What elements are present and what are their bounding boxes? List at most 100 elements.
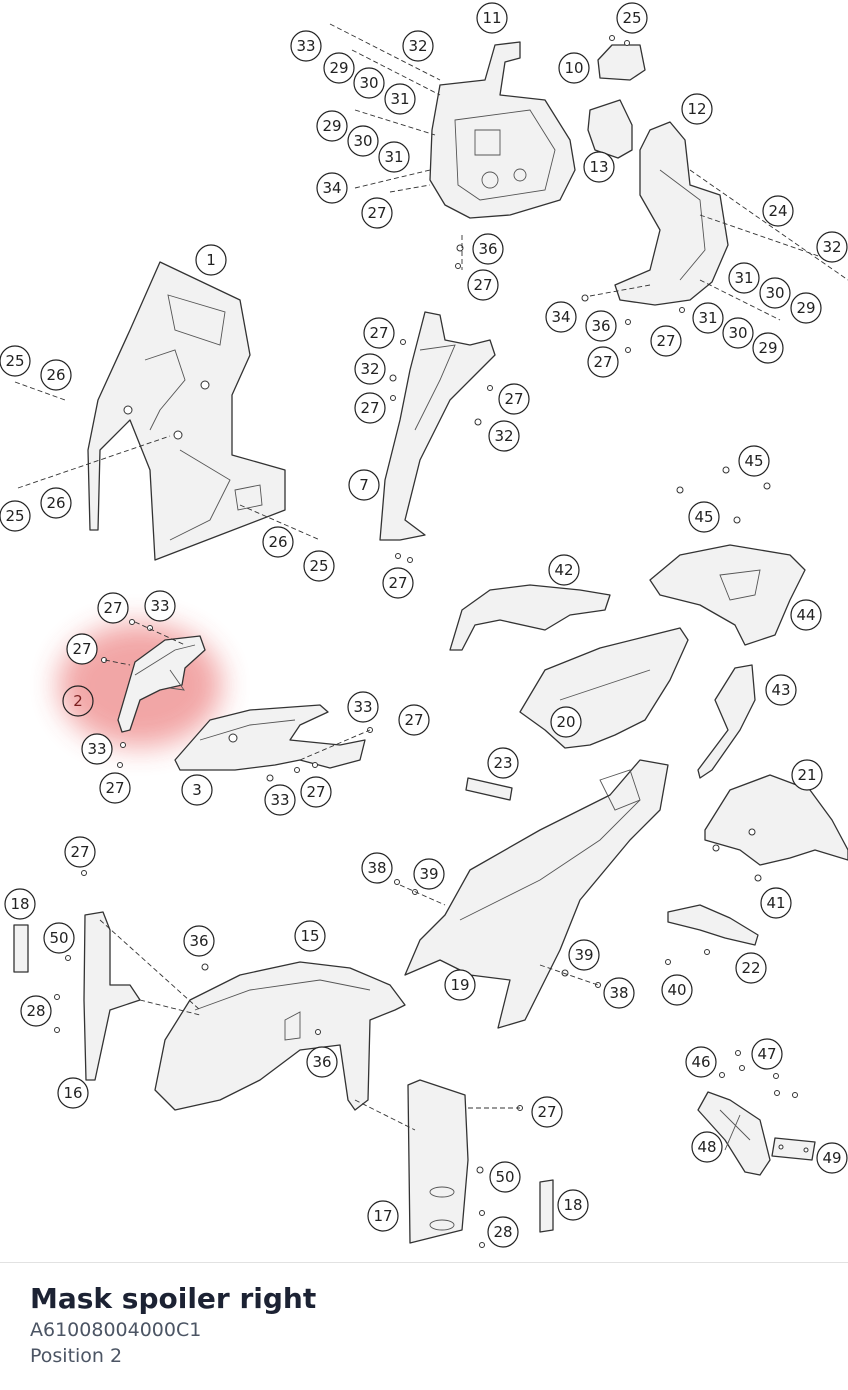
callout-38[interactable]: 38: [603, 977, 635, 1009]
callout-27[interactable]: 27: [361, 197, 393, 229]
callout-28[interactable]: 28: [20, 995, 52, 1027]
part-21-license-holder[interactable]: [704, 774, 848, 882]
callout-29[interactable]: 29: [752, 332, 784, 364]
part-1-side-fairing[interactable]: [87, 261, 286, 561]
callout-27[interactable]: 27: [66, 633, 98, 665]
callout-16[interactable]: 16: [57, 1077, 89, 1109]
callout-32[interactable]: 32: [816, 231, 848, 263]
callout-39[interactable]: 39: [413, 858, 445, 890]
part-18-reflector-left[interactable]: [13, 924, 29, 973]
part-10-bracket[interactable]: [597, 35, 646, 81]
callout-2[interactable]: 2: [62, 685, 94, 717]
callout-26[interactable]: 26: [262, 526, 294, 558]
callout-32[interactable]: 32: [402, 30, 434, 62]
callout-18[interactable]: 18: [557, 1189, 589, 1221]
part-16-fork-guard-left[interactable]: [54, 870, 141, 1081]
callout-30[interactable]: 30: [759, 277, 791, 309]
callout-27[interactable]: 27: [398, 704, 430, 736]
callout-33[interactable]: 33: [144, 590, 176, 622]
callout-27[interactable]: 27: [650, 325, 682, 357]
callout-18[interactable]: 18: [4, 888, 36, 920]
callout-7[interactable]: 7: [348, 469, 380, 501]
callout-27[interactable]: 27: [531, 1096, 563, 1128]
callout-31[interactable]: 31: [728, 262, 760, 294]
callout-27[interactable]: 27: [354, 392, 386, 424]
part-43-grab-handle[interactable]: [697, 664, 756, 779]
callout-34[interactable]: 34: [545, 301, 577, 333]
callout-17[interactable]: 17: [367, 1200, 399, 1232]
callout-27[interactable]: 27: [587, 346, 619, 378]
callout-44[interactable]: 44: [790, 599, 822, 631]
callout-10[interactable]: 10: [558, 52, 590, 84]
callout-33[interactable]: 33: [264, 784, 296, 816]
callout-43[interactable]: 43: [765, 674, 797, 706]
callout-11[interactable]: 11: [476, 2, 508, 34]
callout-30[interactable]: 30: [722, 317, 754, 349]
callout-29[interactable]: 29: [790, 292, 822, 324]
callout-27[interactable]: 27: [99, 772, 131, 804]
callout-45[interactable]: 45: [688, 501, 720, 533]
part-48-heel-guard[interactable]: [697, 1050, 798, 1176]
part-44-rear-rack[interactable]: [649, 466, 806, 646]
callout-50[interactable]: 50: [489, 1161, 521, 1193]
callout-15[interactable]: 15: [294, 920, 326, 952]
callout-31[interactable]: 31: [384, 83, 416, 115]
part-13-cover[interactable]: [587, 99, 633, 159]
callout-27[interactable]: 27: [498, 383, 530, 415]
part-15-front-fender[interactable]: [154, 961, 406, 1111]
part-19-rear-fender[interactable]: [394, 759, 669, 1029]
callout-3[interactable]: 3: [181, 774, 213, 806]
callout-21[interactable]: 21: [791, 759, 823, 791]
callout-33[interactable]: 33: [290, 30, 322, 62]
part-17-fork-guard-right[interactable]: [407, 1079, 523, 1248]
callout-25[interactable]: 25: [616, 2, 648, 34]
callout-25[interactable]: 25: [303, 550, 335, 582]
callout-40[interactable]: 40: [661, 974, 693, 1006]
callout-27[interactable]: 27: [97, 592, 129, 624]
callout-33[interactable]: 33: [81, 733, 113, 765]
callout-45[interactable]: 45: [738, 445, 770, 477]
part-23-reflector[interactable]: [465, 777, 513, 801]
callout-28[interactable]: 28: [487, 1216, 519, 1248]
part-18-reflector-right[interactable]: [539, 1179, 554, 1233]
part-7-bracket[interactable]: [379, 311, 496, 563]
callout-13[interactable]: 13: [583, 151, 615, 183]
callout-36[interactable]: 36: [585, 310, 617, 342]
callout-27[interactable]: 27: [300, 776, 332, 808]
callout-25[interactable]: 25: [0, 500, 31, 532]
callout-30[interactable]: 30: [347, 125, 379, 157]
callout-49[interactable]: 49: [816, 1142, 848, 1174]
callout-50[interactable]: 50: [43, 922, 75, 954]
callout-42[interactable]: 42: [548, 554, 580, 586]
part-3-lower-spoiler[interactable]: [174, 704, 373, 782]
part-49-plate[interactable]: [771, 1137, 816, 1161]
callout-36[interactable]: 36: [472, 233, 504, 265]
callout-39[interactable]: 39: [568, 939, 600, 971]
callout-32[interactable]: 32: [488, 420, 520, 452]
callout-12[interactable]: 12: [681, 93, 713, 125]
callout-27[interactable]: 27: [467, 269, 499, 301]
callout-20[interactable]: 20: [550, 706, 582, 738]
callout-24[interactable]: 24: [762, 195, 794, 227]
callout-30[interactable]: 30: [353, 67, 385, 99]
callout-31[interactable]: 31: [692, 302, 724, 334]
callout-27[interactable]: 27: [64, 836, 96, 868]
part-20-tail-section[interactable]: [519, 627, 689, 749]
callout-27[interactable]: 27: [382, 567, 414, 599]
part-42-hand-guard[interactable]: [449, 584, 611, 651]
part-22-bracket[interactable]: [665, 904, 759, 965]
callout-38[interactable]: 38: [361, 852, 393, 884]
callout-36[interactable]: 36: [183, 925, 215, 957]
callout-33[interactable]: 33: [347, 691, 379, 723]
callout-36[interactable]: 36: [306, 1046, 338, 1078]
callout-29[interactable]: 29: [316, 110, 348, 142]
callout-19[interactable]: 19: [444, 969, 476, 1001]
callout-29[interactable]: 29: [323, 52, 355, 84]
callout-47[interactable]: 47: [751, 1038, 783, 1070]
callout-48[interactable]: 48: [691, 1131, 723, 1163]
callout-26[interactable]: 26: [40, 487, 72, 519]
callout-34[interactable]: 34: [316, 172, 348, 204]
callout-46[interactable]: 46: [685, 1046, 717, 1078]
callout-27[interactable]: 27: [363, 317, 395, 349]
callout-25[interactable]: 25: [0, 345, 31, 377]
